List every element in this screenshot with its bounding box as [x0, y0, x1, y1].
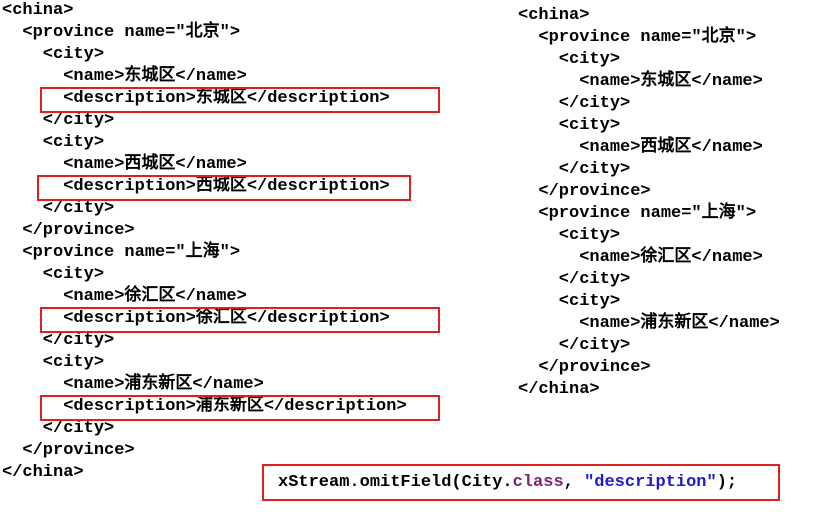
description-highlight-box: [40, 307, 440, 333]
xml-line: </city>: [2, 419, 115, 438]
code-string-description: "description": [584, 473, 717, 492]
xml-line: <city>: [518, 292, 621, 311]
xml-line: </city>: [518, 160, 631, 179]
xml-line: <city>: [2, 133, 105, 152]
xml-line: <province name="上海">: [2, 243, 241, 262]
code-separator: ,: [563, 473, 585, 492]
xml-line: <description>西城区</description>: [2, 177, 390, 196]
xml-line: </city>: [518, 336, 631, 355]
xml-line: </province>: [518, 358, 651, 377]
xml-line: <province name="北京">: [2, 23, 241, 42]
xml-line: <city>: [2, 265, 105, 284]
xml-line: <china>: [518, 6, 590, 25]
xml-line: <city>: [518, 226, 621, 245]
xml-line: </china>: [2, 463, 84, 482]
omit-field-code-box: xStream.omitField(City.class, "descripti…: [262, 464, 780, 501]
xml-line: <name>浦东新区</name>: [2, 375, 264, 394]
xml-line: </city>: [518, 94, 631, 113]
xml-line: </city>: [2, 111, 115, 130]
xml-line: <description>徐汇区</description>: [2, 309, 390, 328]
xml-line: </city>: [2, 331, 115, 350]
xml-line: <name>东城区</name>: [518, 72, 763, 91]
xml-line: </city>: [2, 199, 115, 218]
description-highlight-box: [40, 395, 440, 421]
xml-line: <city>: [2, 353, 105, 372]
code-prefix: xStream.omitField(City.: [278, 473, 513, 492]
code-suffix: );: [716, 473, 738, 492]
xml-line: </city>: [518, 270, 631, 289]
xml-line: <province name="上海">: [518, 204, 757, 223]
xml-line: <name>浦东新区</name>: [518, 314, 780, 333]
code-keyword-class: class: [512, 473, 564, 492]
xml-line: <name>东城区</name>: [2, 67, 247, 86]
xml-line: </province>: [2, 221, 135, 240]
xml-line: <china>: [2, 1, 74, 20]
xml-line: <description>浦东新区</description>: [2, 397, 407, 416]
xml-line: </province>: [2, 441, 135, 460]
xml-line: <description>东城区</description>: [2, 89, 390, 108]
xml-line: <province name="北京">: [518, 28, 757, 47]
description-highlight-box: [37, 175, 411, 201]
xml-line: <name>徐汇区</name>: [518, 248, 763, 267]
xml-line: <name>徐汇区</name>: [2, 287, 247, 306]
xml-line: <city>: [518, 116, 621, 135]
xml-line: </province>: [518, 182, 651, 201]
xml-line: <city>: [518, 50, 621, 69]
xml-line: <name>西城区</name>: [2, 155, 247, 174]
xml-line: </china>: [518, 380, 600, 399]
xml-line: <name>西城区</name>: [518, 138, 763, 157]
omit-field-code-line: xStream.omitField(City.class, "descripti…: [278, 472, 737, 494]
xml-line: <city>: [2, 45, 105, 64]
description-highlight-box: [40, 87, 440, 113]
